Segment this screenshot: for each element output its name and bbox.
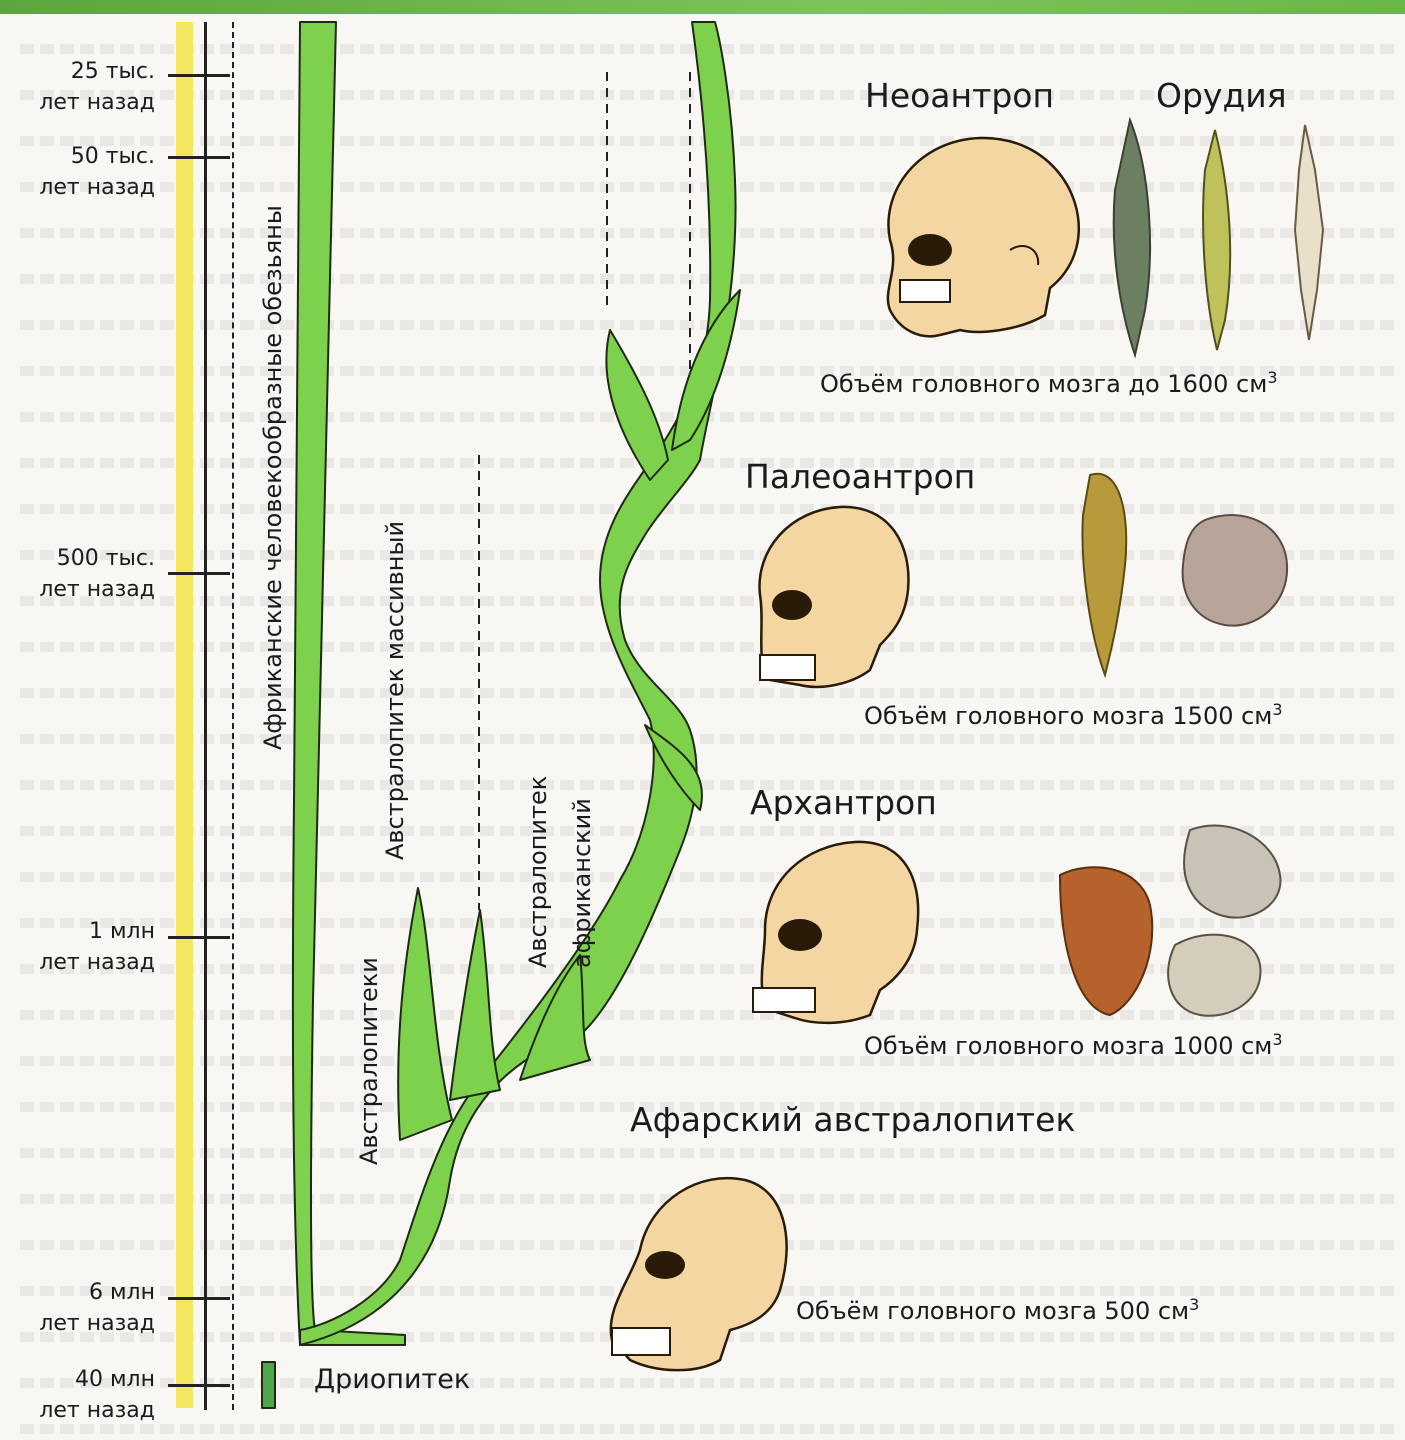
title-paleoanthropus: Палеоантроп <box>745 457 975 496</box>
label-africanus-2: африканский <box>567 798 597 968</box>
brain-volume-paleo: Объём головного мозга 1500 см3 <box>864 700 1283 730</box>
leaf-robust-2 <box>450 910 500 1100</box>
label-australopithecines: Австралопитеки <box>354 957 384 1165</box>
branch-dryopithecus <box>262 1362 275 1408</box>
label-apes: Африканские человекообразные обезьяны <box>258 205 288 750</box>
brain-volume-arch: Объём головного мозга 1000 см3 <box>864 1030 1283 1060</box>
leaf-upper-left <box>606 330 668 480</box>
brain-volume-afar: Объём головного мозга 500 см3 <box>796 1295 1199 1325</box>
tools-neoanthropus <box>1105 110 1355 360</box>
tools-paleoanthropus <box>1075 465 1295 685</box>
skull-paleoanthropus <box>740 495 915 695</box>
leaf-robust-1 <box>398 888 452 1140</box>
skull-archanthropus <box>745 820 925 1030</box>
tools-archanthropus <box>1050 815 1290 1030</box>
skull-neoanthropus <box>860 130 1090 345</box>
label-africanus-1: Австралопитек <box>523 776 553 968</box>
brain-volume-neo: Объём головного мозга до 1600 см3 <box>820 368 1278 398</box>
title-afarensis: Афарский австралопитек <box>630 1100 1075 1139</box>
skull-afarensis <box>600 1160 795 1380</box>
label-robust: Австралопитек массивный <box>380 521 410 860</box>
title-archanthropus: Архантроп <box>750 783 937 822</box>
title-neoanthropus: Неоантроп <box>865 76 1054 115</box>
label-dryopithecus: Дриопитек <box>314 1364 470 1395</box>
